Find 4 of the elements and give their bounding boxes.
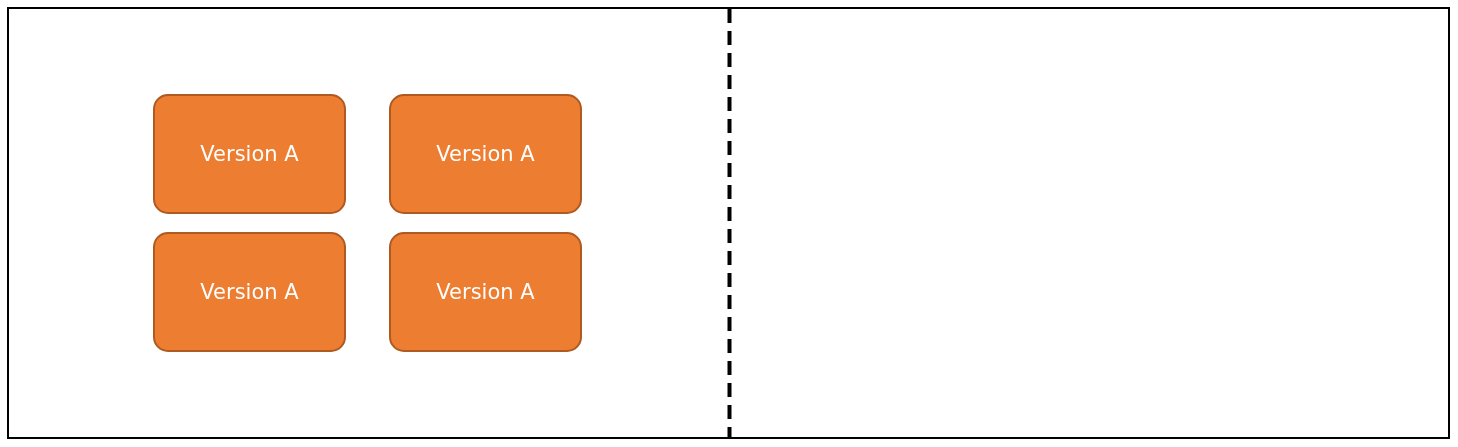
process-box: Version A (389, 94, 582, 214)
process-box: Version A (153, 94, 346, 214)
process-box: Version A (153, 232, 346, 352)
process-box: Version A (389, 232, 582, 352)
